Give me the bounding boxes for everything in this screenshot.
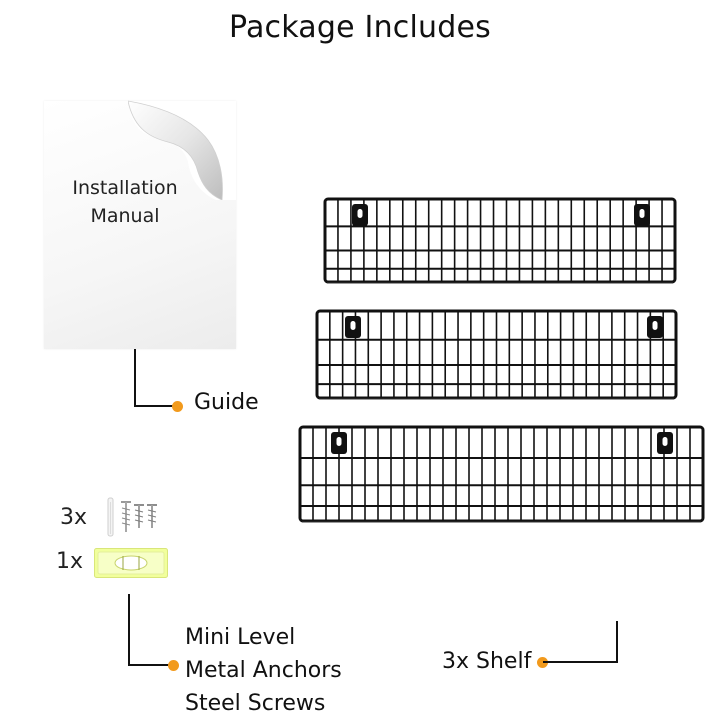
guide-leader-vertical [134,349,136,407]
shelf-dot [537,657,548,668]
kit-item-mini-level: Mini Level [185,625,296,650]
shelf-leader-horizontal [543,661,618,663]
guide-dot [172,401,183,412]
guide-label: Guide [194,390,259,415]
screws-and-anchors [107,497,157,537]
screw-icon [147,504,157,528]
shelf-leader-vertical [616,621,618,663]
level-quantity: 1x [56,549,84,574]
manual-label-line1: Installation [72,177,178,199]
wire-shelf-icon [298,425,705,523]
manual-label-line2: Manual [90,205,160,227]
kit-list: Mini Level Metal Anchors Steel Screws [185,621,342,720]
kit-item-steel-screws: Steel Screws [185,691,326,716]
page-curl-icon [128,100,236,200]
screws-quantity: 3x [60,505,88,530]
kit-item-metal-anchors: Metal Anchors [185,658,342,683]
page-title: Package Includes [229,10,491,45]
wire-shelves [298,197,705,523]
bubble-level-icon [94,548,168,578]
guide-leader-horizontal [134,405,174,407]
kit-leader-vertical [128,594,130,666]
manual-label: Installation Manual [44,174,206,230]
shelf-label: 3x Shelf [442,649,532,674]
wire-shelf-icon [323,197,677,284]
wire-shelf-icon [315,309,678,400]
kit-leader-horizontal [128,664,170,666]
anchor-icon [107,497,114,537]
kit-dot [168,660,179,671]
screw-icon [121,501,131,532]
screw-icon [134,504,144,528]
